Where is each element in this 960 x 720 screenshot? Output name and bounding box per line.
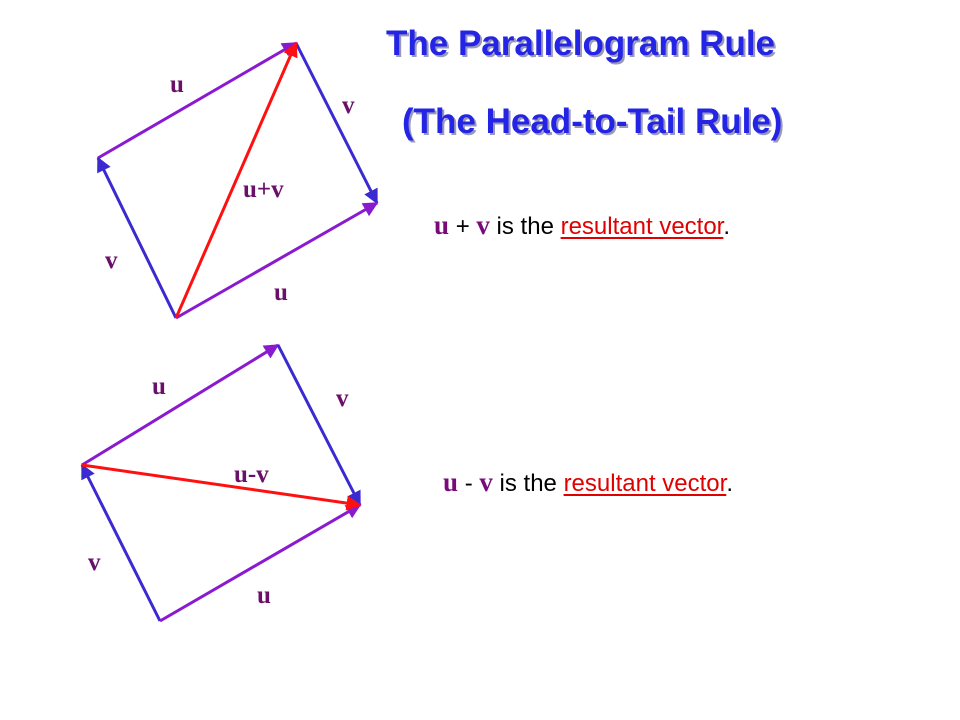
sum-label-v-left: v [105,247,118,274]
difference-vector-u-bottom [159,503,362,623]
difference-label-resultant: u-v [234,461,269,488]
sum-statement-period: . [723,213,731,240]
sum-statement-v: v [476,210,490,240]
difference-label-u-bottom: u [257,582,271,609]
difference-vector-v-right [276,344,362,507]
sum-vector-v-left [96,156,178,319]
sum-statement: u + v is the resultant vector. [434,210,730,241]
difference-statement-text: is the [492,470,564,497]
difference-statement-u: u [443,467,459,497]
difference-vector-v-left [80,463,162,622]
difference-label-v-left: v [88,549,101,576]
sum-label-u-top: u [170,71,184,98]
sum-resultant-vector [174,41,298,319]
difference-statement-emphasis: resultant vector [563,470,727,497]
difference-parallelogram: u v u-v v u [80,343,362,623]
difference-statement-period: . [726,470,733,497]
sum-label-u-bottom: u [274,279,288,306]
sum-parallelogram: u v u+v v u [96,41,379,320]
slide-title: The Parallelogram Rule [386,24,776,63]
sum-vector-u-top [97,41,298,160]
sum-statement-operator: + [449,213,477,240]
difference-vector-u-top [81,343,280,467]
difference-statement: u - v is the resultant vector. [443,467,733,498]
sum-statement-text: is the [489,213,561,240]
difference-statement-v: v [479,467,493,497]
sum-statement-u: u [434,210,450,240]
sum-statement-emphasis: resultant vector [560,213,724,240]
sum-vector-v-right [294,42,379,205]
difference-label-u-top: u [152,373,166,400]
slide-subtitle: (The Head-to-Tail Rule) [402,102,783,141]
sum-label-v-right: v [342,92,355,119]
sum-vector-u-bottom [175,201,379,320]
difference-resultant-vector [81,463,362,511]
difference-label-v-right: v [336,385,349,412]
difference-statement-operator: - [458,470,480,497]
sum-label-resultant: u+v [243,176,284,203]
